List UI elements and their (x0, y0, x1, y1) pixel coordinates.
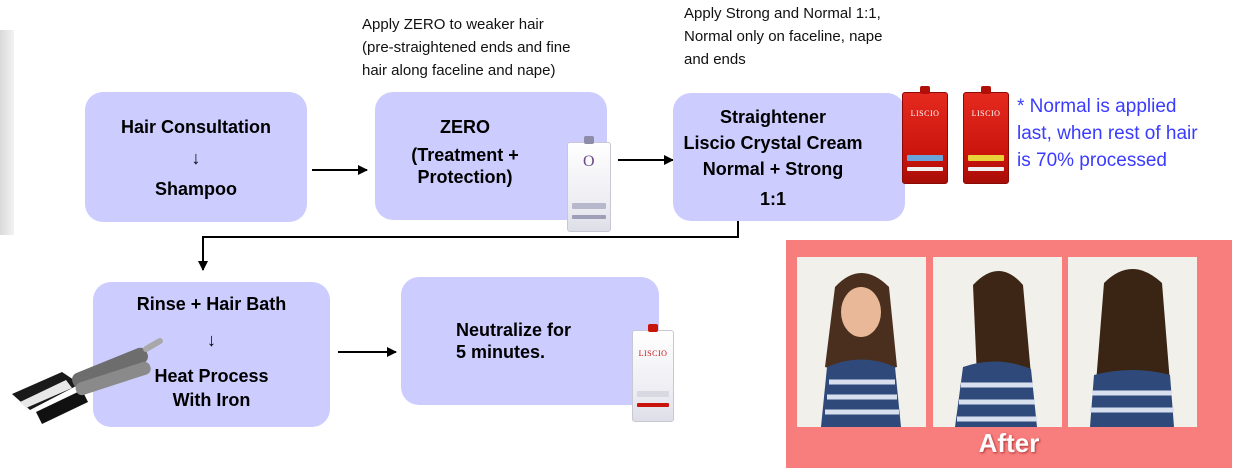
zero-line3: Protection) (417, 167, 513, 187)
consultation-title: Hair Consultation (120, 117, 271, 137)
after-photo-front (797, 257, 926, 427)
straightener-ratio: 1:1 (759, 189, 786, 209)
heat-process-label: Heat Process (154, 366, 269, 386)
straightener-title: Straightener (719, 107, 827, 127)
down-arrow-icon: ↓ (207, 330, 216, 350)
zero-line2: (Treatment + (411, 145, 519, 165)
zero-instruction-note: Apply ZERO to weaker hair (pre-straighte… (362, 16, 571, 79)
liscio-strong-pouch-icon: LISCIO (963, 86, 1009, 184)
zero-product-pouch-icon: O (567, 136, 611, 232)
straightener-product: Liscio Crystal Cream (683, 133, 863, 153)
down-arrow-icon: ↓ (191, 148, 201, 168)
straightener-instruction-note: Apply Strong and Normal 1:1, Normal only… (684, 5, 883, 68)
rinse-title: Rinse + Hair Bath (136, 294, 287, 314)
liscio-normal-pouch-icon: LISCIO (902, 86, 948, 184)
normal-application-note: * Normal is applied last, when rest of h… (1017, 96, 1198, 171)
after-photo-panel: After (786, 240, 1232, 468)
after-photo-back (1068, 257, 1197, 427)
neutralizer-pouch-icon: LISCIO (632, 324, 674, 422)
step-straightener-box: Straightener Liscio Crystal Cream Normal… (673, 93, 905, 221)
neutralize-line2: 5 minutes. (456, 342, 546, 362)
shampoo-label: Shampoo (154, 179, 237, 199)
flat-iron-icon (12, 338, 163, 424)
after-photo-side (933, 257, 1062, 427)
zero-product-brand: O (582, 153, 596, 170)
with-iron-label: With Iron (172, 390, 251, 410)
after-label: After (978, 428, 1040, 458)
step-neutralize-box: Neutralize for 5 minutes. (401, 277, 659, 405)
straightener-mix: Normal + Strong (702, 159, 844, 179)
step-consultation-box: Hair Consultation ↓ Shampoo (85, 92, 307, 222)
zero-title: ZERO (439, 117, 490, 137)
neutralize-line1: Neutralize for (456, 320, 572, 340)
cropped-photo-edge (0, 30, 14, 235)
